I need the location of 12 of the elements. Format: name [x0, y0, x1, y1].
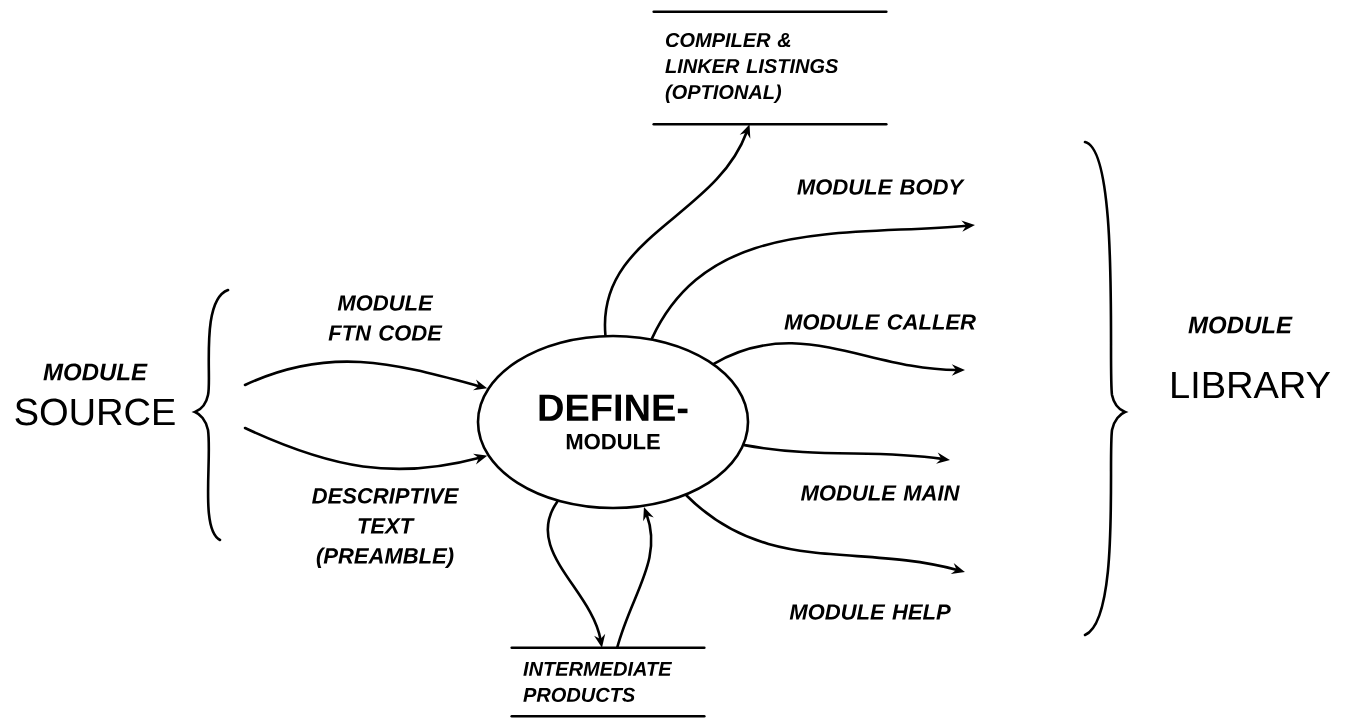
edge-label: MODULE HELP [789, 604, 951, 620]
edge-label: MODULE BODY [797, 179, 965, 195]
edge-label: MODULE MAIN [800, 485, 960, 501]
diagram-label: SOURCE [15, 398, 175, 426]
callout-label: MODULE [1188, 316, 1293, 334]
edge-label: MODULE FTN CODE [328, 295, 443, 341]
diagram-label: LIBRARY [1172, 371, 1331, 399]
edge-label: DESCRIPTIVE TEXT (PREAMBLE) [312, 488, 459, 568]
callout-label: MODULE [43, 363, 148, 381]
data-store: INTERMEDIATE PRODUCTS [510, 646, 706, 718]
data-store: COMPILER & LINKER LISTINGS (OPTIONAL) [652, 10, 888, 126]
edge-label: MODULE CALLER [784, 314, 976, 330]
